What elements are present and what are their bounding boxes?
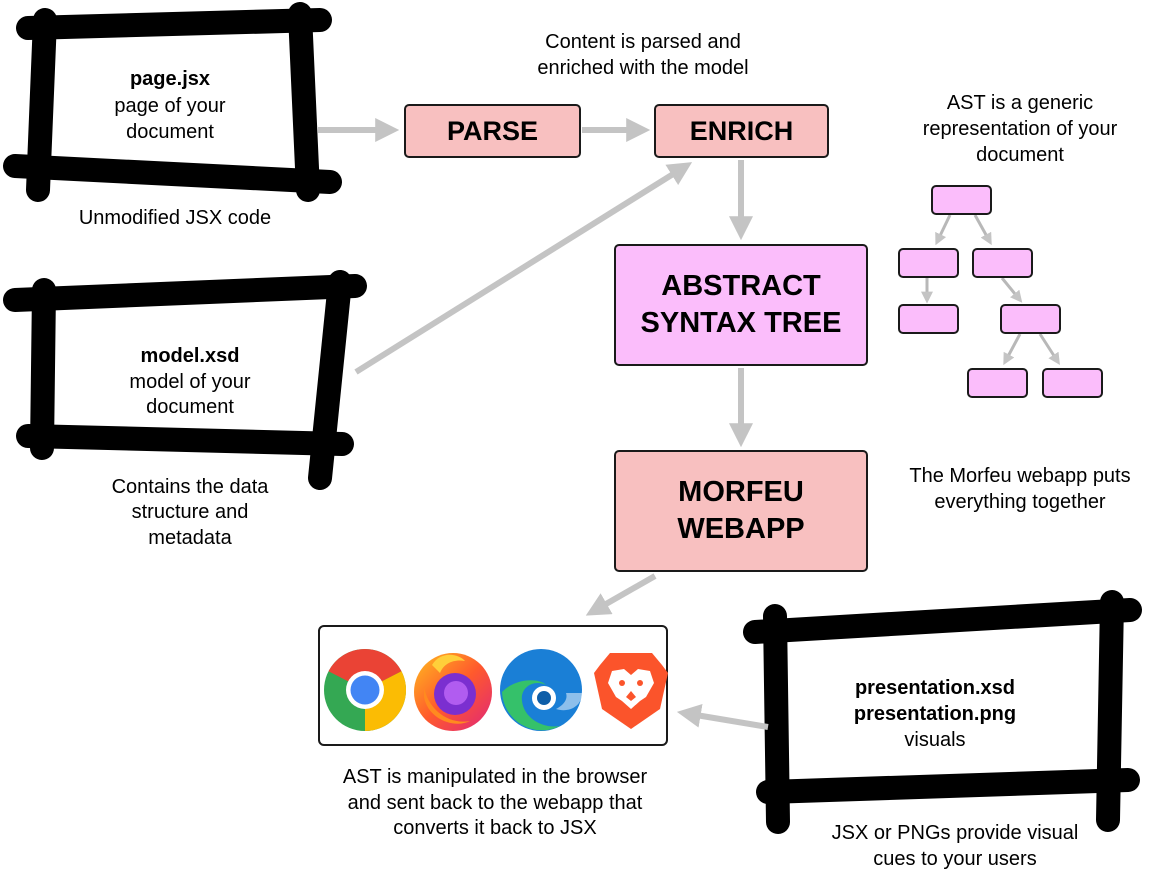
arrow-webapp-to-browser <box>585 573 657 616</box>
browser-note-2: and sent back to the webapp that <box>347 792 643 814</box>
browsers-box <box>318 625 668 746</box>
ast-note-1: AST is a generic <box>946 92 1094 114</box>
enrich-note-1: Content is parsed and <box>545 31 741 53</box>
modelxsd-caption-3: metadata <box>148 527 232 549</box>
ast-label-2: SYNTAX TREE <box>640 307 842 339</box>
browser-note-1: AST is manipulated in the browser <box>300 764 690 790</box>
model-xsd-frame <box>3 270 367 490</box>
presentation-xsd: presentation.xsd <box>854 677 1016 699</box>
enrich-note-2: enriched with the model <box>537 57 749 79</box>
tree-node <box>898 248 959 278</box>
edge-icon <box>500 649 582 731</box>
presentation-caption-2: cues to your users <box>873 848 1037 870</box>
webapp-label-2: WEBAPP <box>677 513 805 545</box>
firefox-icon <box>414 653 492 731</box>
pagejsx-filename: page.jsx <box>129 68 211 90</box>
tree-node <box>931 185 992 215</box>
presentation-png: presentation.png <box>853 703 1017 725</box>
page-jsx-frame <box>3 2 342 202</box>
brave-icon <box>594 653 668 729</box>
tree-node <box>967 368 1028 398</box>
parse-step: PARSE <box>404 104 581 158</box>
ast-label-1: ABSTRACT <box>661 270 821 302</box>
ast-mini-tree <box>898 185 1103 398</box>
ast-note-3: document <box>976 144 1064 166</box>
chrome-icon <box>324 648 407 731</box>
pagejsx-caption: Unmodified JSX code <box>78 207 272 229</box>
tree-node <box>1000 304 1061 334</box>
presentation-caption-1: JSX or PNGs provide visual <box>831 822 1079 844</box>
tree-node <box>1042 368 1103 398</box>
modelxsd-caption-1: Contains the data <box>111 476 269 498</box>
webapp-note-1: The Morfeu webapp puts <box>909 465 1131 487</box>
browser-note-1b: browser <box>575 766 648 788</box>
presentation-visuals: visuals <box>904 729 966 751</box>
arrow-presentation-to-browser <box>676 703 769 730</box>
pagejsx-line2: page of your <box>114 95 226 117</box>
enrich-step: ENRICH <box>654 104 829 158</box>
modelxsd-filename: model.xsd <box>140 345 240 367</box>
browser-note-1a: AST is manipulated in the <box>342 766 571 788</box>
flow-arrows <box>318 118 769 730</box>
modelxsd-line2: model of your <box>129 371 251 393</box>
enrich-label: ENRICH <box>689 115 794 146</box>
modelxsd-line3: document <box>146 396 234 418</box>
arrow-model-to-enrich <box>354 162 693 375</box>
webapp-node: MORFEU WEBAPP <box>614 450 868 572</box>
pagejsx-line3: document <box>126 121 214 143</box>
tree-node <box>972 248 1033 278</box>
ast-node: ABSTRACT SYNTAX TREE <box>614 244 868 366</box>
presentation-frame <box>743 590 1142 834</box>
modelxsd-caption-2: structure and <box>131 501 249 523</box>
parse-label: PARSE <box>446 115 539 146</box>
browser-note-3: converts it back to JSX <box>393 817 597 839</box>
tree-node <box>898 304 959 334</box>
ast-note-2: representation of your <box>922 118 1118 140</box>
webapp-note-2: everything together <box>934 491 1106 513</box>
webapp-label-1: MORFEU <box>678 476 804 508</box>
